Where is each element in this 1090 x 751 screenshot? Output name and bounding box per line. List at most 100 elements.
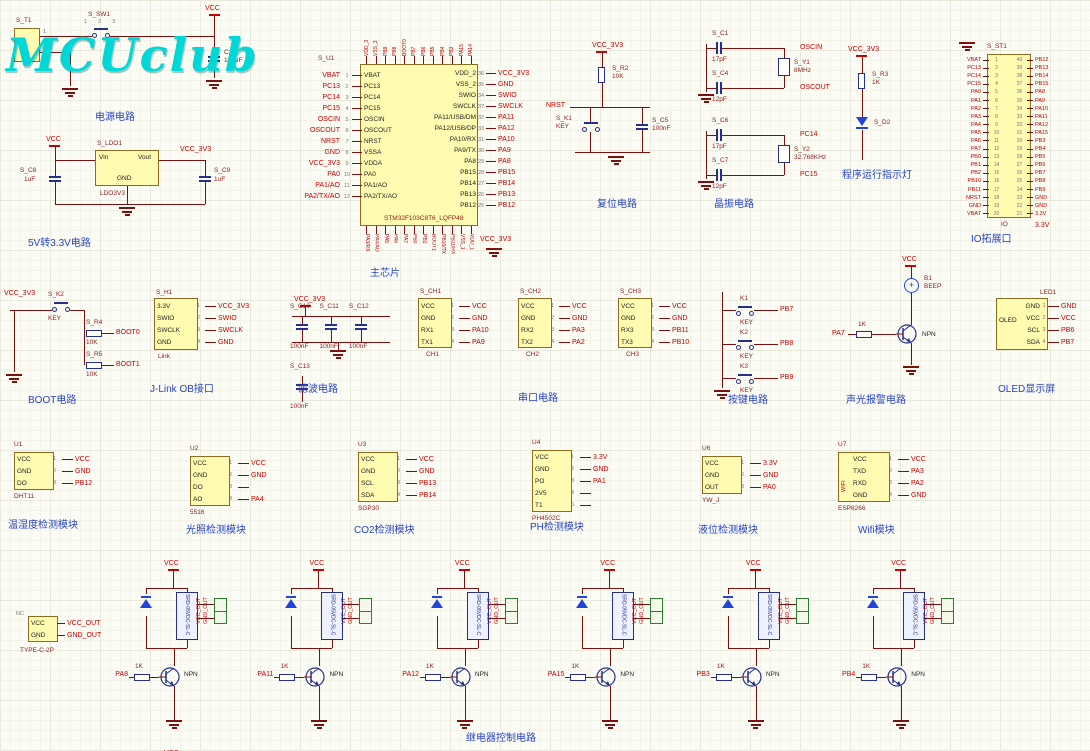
channel-box[interactable] [418, 298, 452, 348]
ldo-box[interactable] [95, 150, 159, 186]
boot1-resistor[interactable] [86, 362, 102, 369]
channel-box[interactable] [518, 298, 552, 348]
module-box[interactable] [838, 452, 890, 502]
base-resistor[interactable] [570, 674, 587, 681]
npn-transistor[interactable] [303, 664, 326, 690]
output-terminal[interactable] [795, 598, 809, 624]
reset-resistor[interactable] [598, 67, 605, 83]
crystal-cap4[interactable] [716, 169, 722, 181]
oled-box[interactable] [996, 298, 1048, 350]
filter-cap[interactable] [296, 324, 308, 330]
base-resistor[interactable] [134, 674, 150, 681]
module-pins: VCC 1 VCC TXD 2 PA3 RXD 3 PA2 [850, 453, 980, 501]
relay-component[interactable]: SRD-05VDC-SL-C [321, 592, 344, 640]
crystal-cap1[interactable] [716, 42, 722, 54]
npn-transistor[interactable] [895, 321, 917, 347]
crystal-8mhz[interactable] [778, 58, 790, 76]
module-box[interactable] [702, 456, 742, 494]
relay-component[interactable]: SRD-05VDC-SL-C [176, 592, 198, 640]
wire [419, 677, 425, 678]
flyback-diode[interactable] [285, 594, 298, 616]
channel-box[interactable] [618, 298, 652, 348]
power-switch[interactable] [92, 28, 110, 38]
module-box[interactable] [190, 456, 230, 506]
relay-component[interactable]: SRD-05VDC-SL-C [466, 592, 489, 640]
io-header-box[interactable] [987, 54, 1031, 218]
wire [440, 677, 450, 678]
connector-box[interactable] [28, 616, 58, 642]
pin-number: 5 [995, 89, 998, 96]
npn-label: NPN [922, 331, 936, 338]
flyback-diode[interactable] [867, 594, 880, 616]
pin-number: 31 [1016, 129, 1023, 136]
reset-cap[interactable] [636, 124, 648, 130]
mcu-left-pins: VBAT 1 VBAT PC13 2 PC13 PC14 3 PC14 [288, 70, 488, 202]
ldo-input-cap[interactable] [49, 176, 61, 182]
pin-name: GND [1025, 302, 1040, 310]
npn-transistor[interactable] [594, 664, 616, 690]
output-terminal[interactable] [650, 598, 664, 624]
pin-net-label: 3.3V [593, 453, 608, 461]
flyback-diode[interactable] [576, 594, 589, 616]
flyback-diode[interactable] [430, 594, 443, 616]
output-terminal[interactable] [359, 598, 373, 624]
npn-transistor[interactable] [885, 664, 907, 690]
base-resistor[interactable] [861, 674, 878, 681]
buzzer[interactable] [904, 278, 919, 293]
run-led[interactable] [856, 117, 868, 130]
base-resistor[interactable] [424, 674, 441, 681]
reset-button[interactable] [582, 122, 600, 132]
npn-transistor[interactable] [740, 664, 762, 690]
pin-row: PA8 29 PA8 [384, 156, 554, 167]
section-caption-mcu: 主芯片 [370, 268, 400, 279]
output-terminal[interactable] [941, 598, 955, 624]
runled-resistor[interactable] [858, 73, 865, 89]
base-resistor[interactable] [715, 674, 732, 681]
output-terminal[interactable] [504, 598, 518, 624]
relay-component[interactable]: SRD-05VDC-SL-C [612, 592, 635, 640]
pin-net-label: OSCOUT [310, 127, 340, 134]
io-row: PB0 13 28 PB5 [935, 153, 1090, 161]
npn-label: NPN [765, 671, 780, 678]
pin-row: GND 1 GND [996, 300, 1090, 312]
resistor-value: 1K [872, 79, 880, 86]
flyback-diode[interactable] [140, 594, 152, 616]
gnd-symbol [6, 374, 22, 383]
crystal-32khz[interactable] [778, 145, 790, 163]
push-button[interactable] [736, 306, 754, 316]
push-button[interactable] [736, 340, 754, 350]
pin-net-label: PB7 [411, 46, 418, 56]
base-resistor[interactable] [279, 674, 296, 681]
push-button[interactable] [736, 374, 754, 384]
npn-transistor[interactable] [449, 664, 471, 690]
wire [352, 174, 362, 175]
module-box[interactable] [532, 450, 572, 512]
mcu-box[interactable] [360, 64, 478, 226]
crystal-cap2[interactable] [716, 82, 722, 94]
gnd-symbol [608, 156, 624, 165]
pin-number: 3 [451, 327, 455, 333]
module-box[interactable] [14, 452, 54, 490]
relay-component[interactable]: SRD-05VDC-SL-C [903, 592, 926, 640]
gnd-symbol [747, 720, 764, 729]
wire [394, 56, 396, 64]
pin-name: NRST [364, 138, 382, 145]
filter-caps: S_C10 100nF S_C11 100nF S_C12 100nF [290, 303, 390, 409]
power-connector-box[interactable] [14, 28, 40, 62]
crystal-cap3[interactable] [716, 129, 722, 141]
jlink-box[interactable] [154, 298, 198, 350]
buzzer-ref: B1 [924, 275, 932, 282]
filter-cap[interactable] [296, 384, 308, 390]
alarm-base-resistor[interactable] [856, 331, 872, 338]
filter-cap[interactable] [325, 324, 338, 330]
module-box[interactable] [358, 452, 398, 502]
boot-button[interactable] [52, 302, 70, 312]
relay-component[interactable]: SRD-05VDC-SL-C [757, 592, 780, 640]
filter-cap[interactable] [354, 324, 367, 330]
npn-transistor[interactable] [158, 664, 180, 690]
output-terminal[interactable] [214, 598, 227, 624]
flyback-diode[interactable] [721, 594, 734, 616]
ldo-output-cap[interactable] [199, 176, 211, 182]
power-filter-cap[interactable] [208, 56, 220, 62]
boot0-resistor[interactable] [86, 330, 102, 337]
